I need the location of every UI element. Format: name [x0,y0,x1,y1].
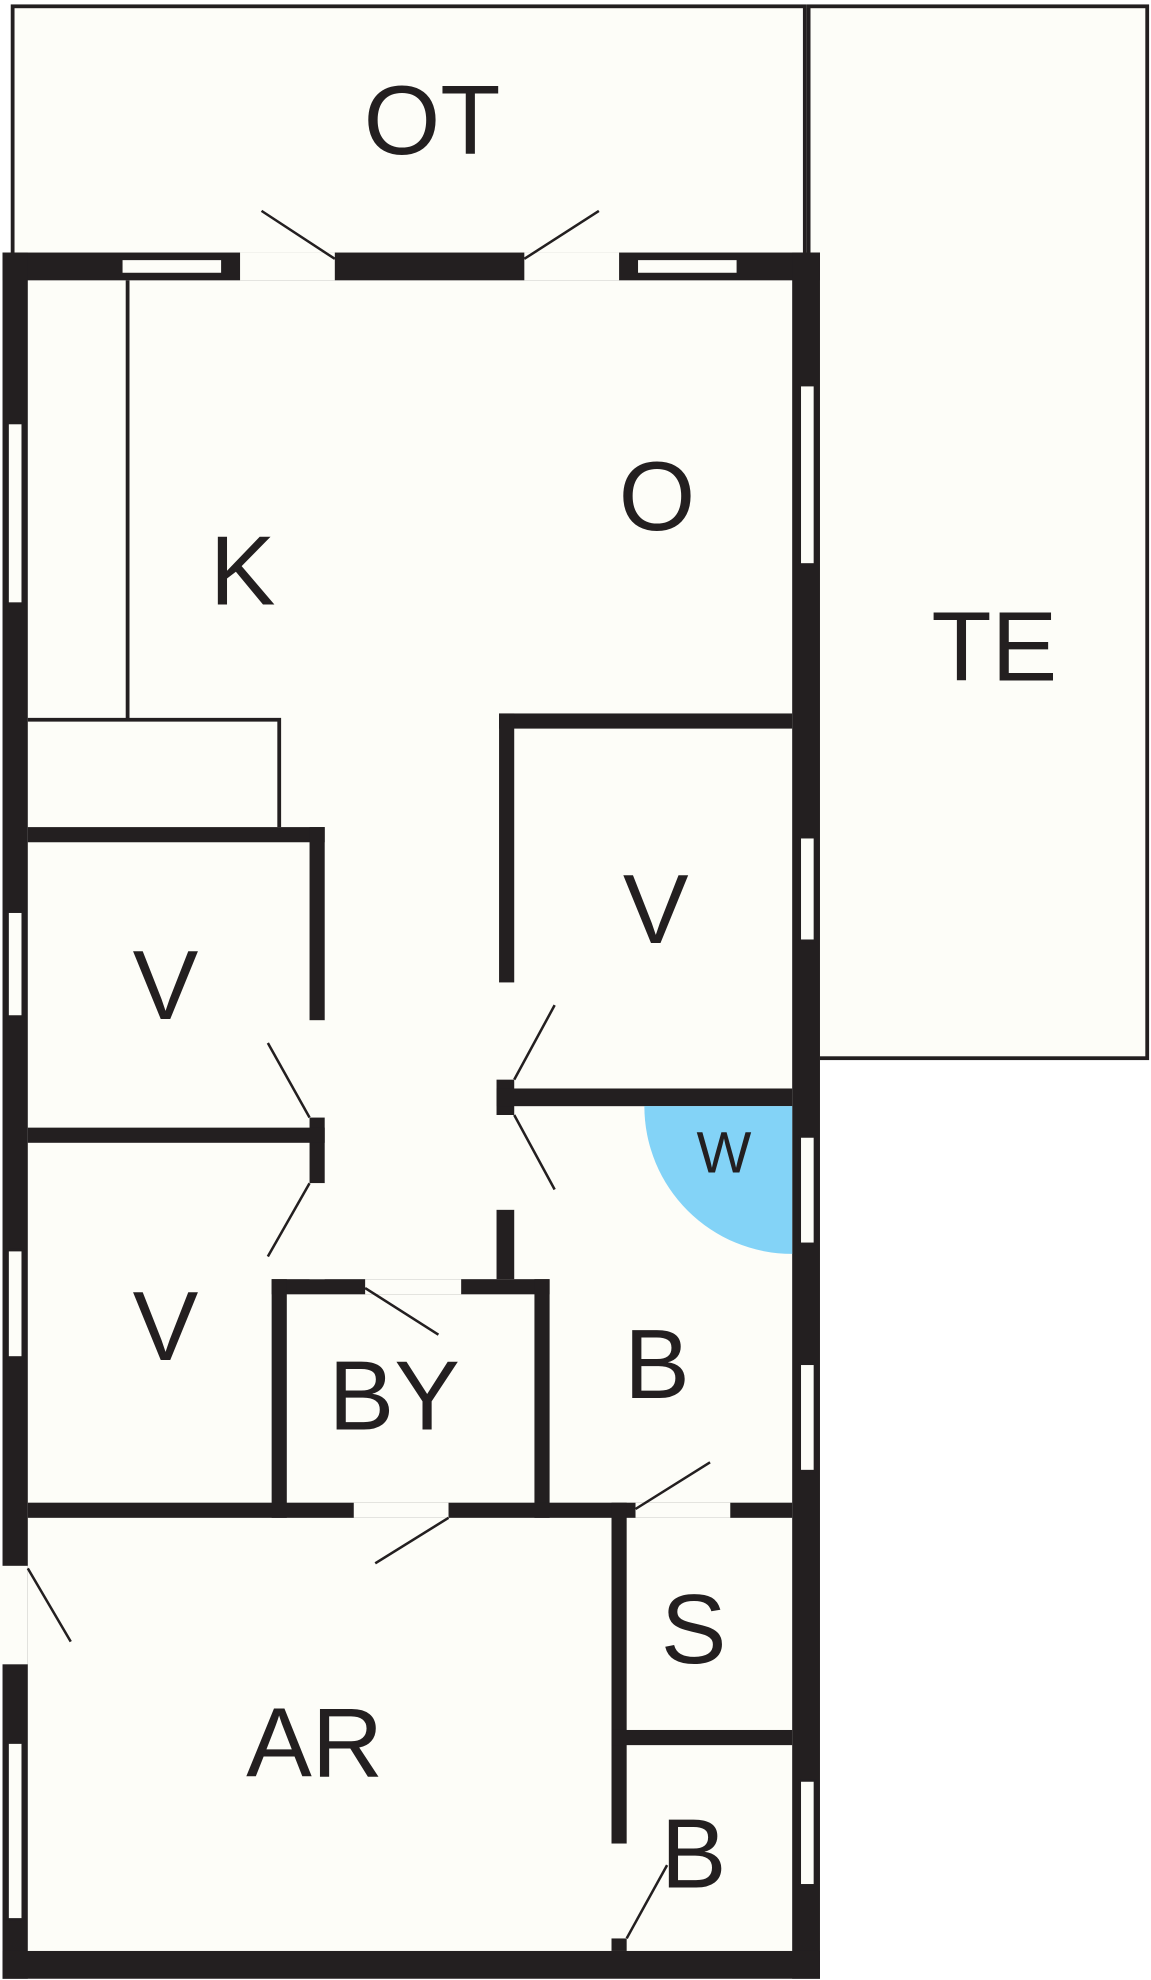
label-ot: OT [364,65,501,175]
wardrobe-w [644,1106,793,1254]
kitchen-counters [27,280,282,828]
label-s: S [661,1574,727,1684]
label-o: O [619,441,696,551]
label-v-left-lower: V [133,1271,199,1381]
door-openings [0,252,731,1939]
label-v-left-upper: V [133,930,199,1040]
label-k: K [210,516,276,626]
terrace-ot [10,4,807,257]
windows [6,257,817,1921]
door-swings [26,209,711,1939]
label-v-right: V [623,854,689,964]
terrace-te [806,4,1150,1061]
room-labels: OT O K TE V V W V BY B S AR B [133,65,1058,1909]
label-te: TE [931,592,1057,702]
label-b-lower: B [661,1799,727,1909]
label-w: W [697,1120,752,1185]
label-ar: AR [246,1688,383,1798]
label-by: BY [328,1340,459,1450]
label-b-upper: B [624,1309,690,1419]
